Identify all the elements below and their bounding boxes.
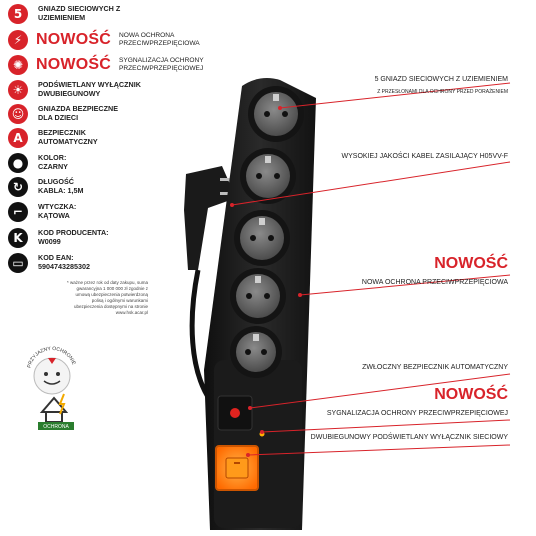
feature-text: PODŚWIETLANY WYŁĄCZNIK DWUBIEGUNOWY xyxy=(38,80,141,98)
five-sockets-icon: 5 xyxy=(8,4,28,24)
socket xyxy=(230,268,286,324)
feature-surge: ⚡ NOWOŚĆ NOWA OCHRONA PRZECIWPRZEPIĘCIOW… xyxy=(8,30,207,50)
callout-new-surge: NOWOŚĆ xyxy=(434,255,508,272)
insurance-badge: OCHRONA xyxy=(38,393,74,430)
ean-icon: ▭ xyxy=(8,253,28,273)
callout-switch: DWUBIEGUNOWY PODŚWIETLANY WYŁĄCZNIK SIEC… xyxy=(310,434,508,441)
callout-surge: NOWA OCHRONA PRZECIWPRZEPIĘCIOWA xyxy=(361,279,508,286)
feature-color: ● KOLOR: CZARNY xyxy=(8,153,90,173)
feature-text: DŁUGOŚĆ KABLA: 1,5m xyxy=(38,177,84,195)
feature-producer-code: K KOD PRODUCENTA: W0099 xyxy=(8,228,128,248)
socket-row xyxy=(230,86,304,378)
callout-cable: WYSOKIEJ JAKOŚCI KABEL ZASILAJĄCY H05VV-… xyxy=(341,153,509,160)
protection-signal-icon: ✺ xyxy=(8,55,28,75)
callout-fuse: ZWŁOCZNY BEZPIECZNIK AUTOMATYCZNY xyxy=(362,364,508,371)
feature-text: GNIAZDA BEZPIECZNE DLA DZIECI xyxy=(38,104,118,122)
new-label: NOWOŚĆ xyxy=(36,56,111,73)
feature-sockets: 5 GNIAZD SIECIOWYCH Z UZIEMIENIEM xyxy=(8,4,128,24)
callout-sockets-sub: Z PRZESŁONAMI DLA OCHRONY PRZED PORAŻENI… xyxy=(377,89,508,95)
power-strip xyxy=(184,78,316,530)
socket xyxy=(248,86,304,142)
feature-cable-length: ↻ DŁUGOŚĆ KABLA: 1,5m xyxy=(8,177,98,197)
feature-text: KOD PRODUCENTA: W0099 xyxy=(38,228,109,246)
plug-icon: ⌐ xyxy=(8,202,28,222)
socket xyxy=(234,210,290,266)
feature-plug: ⌐ WTYCZKA: KĄTOWA xyxy=(8,202,88,222)
feature-text: KOLOR: CZARNY xyxy=(38,153,68,171)
power-cable xyxy=(189,269,213,402)
feature-text: SYGNALIZACJA OCHRONY PRZECIWPRZEPIĘCIOWE… xyxy=(118,57,204,72)
surge-protection-icon: ⚡ xyxy=(8,30,28,50)
feature-signal: ✺ NOWOŚĆ SYGNALIZACJA OCHRONY PRZECIWPRZ… xyxy=(8,55,211,75)
child-safe-icon: ☺ xyxy=(8,104,28,124)
feature-ean: ▭ KOD EAN: 5904743285302 xyxy=(8,253,118,273)
feature-child-safe: ☺ GNIAZDA BEZPIECZNE DLA DZIECI xyxy=(8,104,128,124)
insurance-badge-text: OCHRONA xyxy=(43,424,69,430)
feature-text: WTYCZKA: KĄTOWA xyxy=(38,202,77,220)
callout-new-signal: NOWOŚĆ xyxy=(434,386,508,403)
auto-fuse-icon: A xyxy=(8,128,28,148)
child-safe-badge: PRZYJAZNY OCHRONIE xyxy=(26,346,77,395)
feature-text: BEZPIECZNIK AUTOMATYCZNY xyxy=(38,128,98,146)
callout-sockets: 5 GNIAZD SIECIOWYCH Z UZIEMIENIEM xyxy=(374,76,508,83)
feature-text: KOD EAN: 5904743285302 xyxy=(38,253,90,271)
feature-fuse: A BEZPIECZNIK AUTOMATYCZNY xyxy=(8,128,108,148)
cable-length-icon: ↻ xyxy=(8,177,28,197)
socket xyxy=(240,148,296,204)
lit-switch-icon: ☀ xyxy=(8,80,28,100)
feature-text: GNIAZD SIECIOWYCH Z UZIEMIENIEM xyxy=(38,4,121,22)
producer-code-icon: K xyxy=(8,228,28,248)
socket xyxy=(230,326,282,378)
feature-switch: ☀ PODŚWIETLANY WYŁĄCZNIK DWUBIEGUNOWY xyxy=(8,80,148,100)
fuse-indicator-icon xyxy=(230,408,240,418)
new-label: NOWOŚĆ xyxy=(36,31,111,48)
feature-text: NOWA OCHRONA PRZECIWPRZEPIĘCIOWA xyxy=(118,32,200,47)
color-icon: ● xyxy=(8,153,28,173)
callout-signal: SYGNALIZACJA OCHRONY PRZECIWPRZEPIĘCIOWE… xyxy=(326,410,508,417)
warranty-footnote: * ważne przez rok od daty zakupu, suma g… xyxy=(66,280,148,315)
